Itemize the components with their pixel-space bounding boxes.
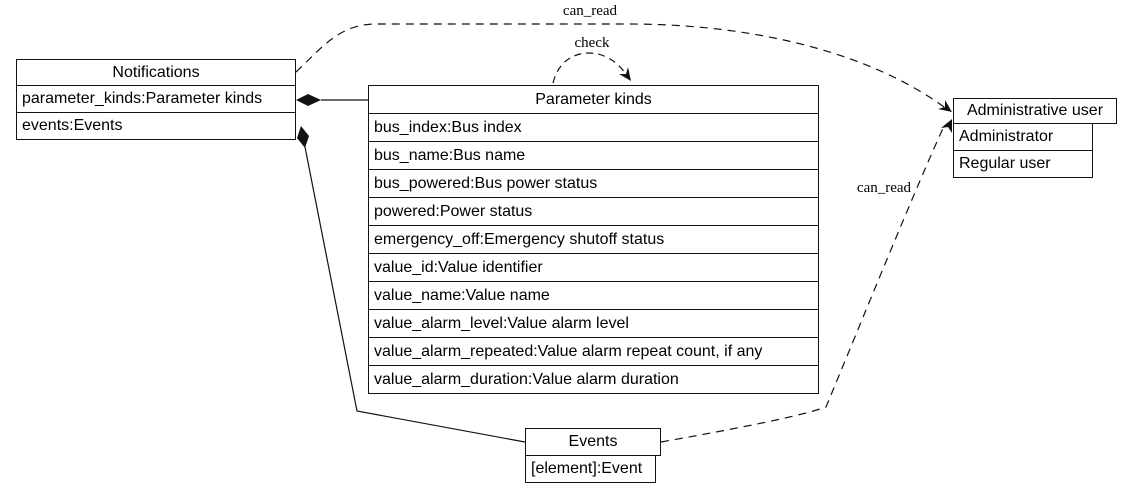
node-title: Notifications [16, 59, 296, 86]
node-notifications: Notifications parameter_kinds:Parameter … [16, 59, 296, 140]
node-administrative-user: Administrative user Administrator Regula… [953, 98, 1117, 178]
node-title: Events [525, 428, 661, 456]
node-field: emergency_off:Emergency shutoff status [368, 225, 819, 254]
edge-label-can-read-top: can_read [562, 3, 618, 19]
node-field: Administrator [953, 123, 1093, 151]
arrowhead [938, 100, 952, 112]
node-events: Events [element]:Event [525, 428, 661, 483]
edge-label-can-read-right: can_read [856, 180, 912, 196]
node-field: bus_powered:Bus power status [368, 169, 819, 198]
node-title: Administrative user [953, 98, 1117, 124]
node-field: value_alarm_repeated:Value alarm repeat … [368, 337, 819, 366]
node-field: events:Events [16, 112, 296, 140]
node-field: value_alarm_level:Value alarm level [368, 309, 819, 338]
node-field: [element]:Event [525, 455, 656, 483]
node-field: value_id:Value identifier [368, 253, 819, 282]
edge-check-loop [552, 52, 628, 84]
composition-diamond [297, 126, 309, 148]
node-field: value_name:Value name [368, 281, 819, 310]
node-field: parameter_kinds:Parameter kinds [16, 85, 296, 113]
node-field: bus_index:Bus index [368, 113, 819, 142]
node-field: powered:Power status [368, 197, 819, 226]
node-field: bus_name:Bus name [368, 141, 819, 170]
node-field: Regular user [953, 150, 1093, 178]
node-parameter-kinds: Parameter kinds bus_index:Bus index bus_… [368, 85, 819, 394]
composition-diamond [296, 94, 321, 106]
node-title: Parameter kinds [368, 85, 819, 114]
arrowhead [619, 67, 631, 81]
node-field: value_alarm_duration:Value alarm duratio… [368, 365, 819, 394]
edge-label-check: check [574, 35, 610, 51]
arrowhead [941, 119, 952, 133]
